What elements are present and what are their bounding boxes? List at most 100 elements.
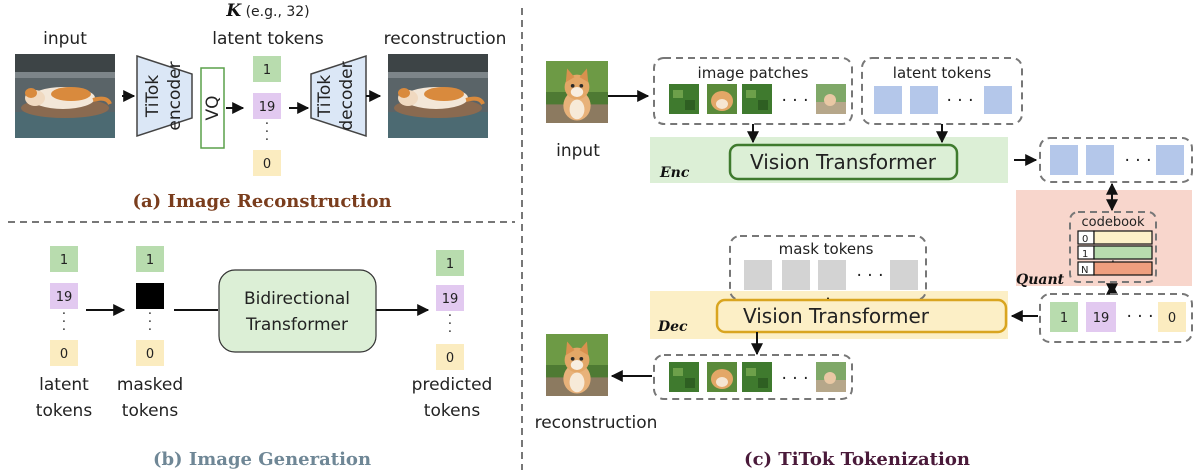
svg-text:1: 1 [146, 253, 154, 268]
q-token-1 [1050, 302, 1078, 332]
panel-b: 1 19 · · · 0 latent tokens 1 · · · 0 mas… [36, 246, 493, 470]
enc-latent-2 [1086, 145, 1114, 175]
encoder-label-2: encoder [165, 61, 185, 130]
encoder-label-1: TiTok [143, 75, 163, 118]
svg-text:19: 19 [56, 290, 73, 305]
out-patch-4 [816, 362, 846, 392]
c-latent-1 [874, 86, 902, 114]
svg-text:·: · [448, 325, 452, 340]
caption-c: (c) TiTok Tokenization [744, 449, 970, 470]
enc-latent-3 [1156, 145, 1184, 175]
mask-token-1 [744, 260, 772, 290]
patch-4 [816, 84, 846, 114]
svg-text:1: 1 [446, 257, 454, 272]
out-patch-2 [707, 362, 737, 392]
vision-transformer-encoder [728, 143, 959, 181]
output-patches-group [653, 354, 853, 400]
out-patch-3 [742, 362, 772, 392]
svg-text:·: · [448, 309, 452, 324]
mask-token-2 [782, 260, 810, 290]
quant-label: Quant [1016, 272, 1065, 288]
mask-token-4 [890, 260, 918, 290]
titok-decoder [310, 54, 367, 138]
c-latent-2 [910, 86, 938, 114]
svg-text:N: N [1081, 265, 1088, 276]
svg-text:Transformer: Transformer [245, 315, 348, 335]
decoder-label-2: decoder [337, 61, 357, 130]
codebook-row-n [1093, 261, 1153, 276]
svg-text:· · ·: · · · [781, 369, 808, 389]
vq-box [200, 67, 225, 149]
q-token-0 [1158, 302, 1186, 332]
enc-latent-1 [1050, 145, 1078, 175]
panel-c: input image patches · · · latent tokens … [535, 57, 1193, 470]
input-image [15, 54, 115, 138]
b-mask-block [136, 283, 164, 309]
b-masked-token-1 [136, 246, 164, 272]
mask-token-3 [818, 260, 846, 290]
svg-text:tokens: tokens [122, 401, 179, 421]
svg-text:Vision Transformer: Vision Transformer [743, 304, 930, 328]
patch-2 [707, 84, 737, 114]
patch-3 [742, 84, 772, 114]
latent-label: latent [39, 375, 89, 395]
quantized-tokens-group [1039, 293, 1193, 343]
image-patches-group [653, 57, 853, 125]
decoder-label-1: TiTok [315, 75, 335, 118]
bidirectional-transformer [218, 269, 377, 353]
out-patch-1 [669, 362, 699, 392]
svg-text:· · ·: · · · [946, 91, 973, 111]
svg-text:·: · [62, 323, 66, 338]
svg-text:Bidirectional: Bidirectional [244, 289, 350, 309]
reconstruction-label: reconstruction [384, 29, 507, 49]
k-label: K (e.g., 32) [225, 1, 309, 21]
b-latent-token-1 [50, 246, 78, 272]
svg-text:19: 19 [442, 292, 459, 307]
svg-text:· · ·: · · · [1124, 151, 1151, 171]
titok-encoder [136, 54, 193, 138]
latent-tokens-label: latent tokens [212, 29, 324, 49]
b-predicted-token-0 [436, 344, 464, 370]
svg-text:0: 0 [146, 347, 154, 362]
svg-text:1: 1 [60, 253, 68, 268]
svg-text:Vision Transformer: Vision Transformer [750, 150, 937, 174]
vq-label: VQ [203, 95, 223, 120]
c-input-label: input [556, 141, 600, 161]
svg-text:·: · [62, 307, 66, 322]
c-reconstruction-image [546, 334, 608, 396]
svg-text:tokens: tokens [424, 401, 481, 421]
svg-text:1: 1 [1082, 249, 1088, 260]
svg-text:·: · [448, 317, 452, 332]
svg-text:0: 0 [1082, 234, 1088, 245]
token-ellipsis: · [265, 117, 269, 132]
c-latent-3 [984, 86, 1012, 114]
token-1 [253, 56, 281, 82]
predicted-label: predicted [412, 375, 493, 395]
c-input-image [546, 61, 608, 123]
codebook-group [1069, 211, 1157, 283]
c-latent-tokens-label: latent tokens [893, 64, 992, 82]
encoded-latents-group [1039, 137, 1193, 183]
patch-ellipsis: · · · [781, 91, 808, 111]
svg-text:·: · [62, 315, 66, 330]
patch-1 [669, 84, 699, 114]
codebook-row-1 [1093, 245, 1153, 260]
svg-text:0: 0 [446, 351, 454, 366]
q-token-19 [1086, 302, 1116, 332]
svg-text:0: 0 [60, 347, 68, 362]
b-predicted-token-1 [436, 250, 464, 276]
caption-a: (a) Image Reconstruction [132, 191, 391, 212]
b-predicted-token-19 [436, 285, 464, 311]
codebook-row-0 [1093, 230, 1153, 245]
token-19 [253, 93, 281, 119]
reconstruction-image [388, 54, 488, 138]
svg-text:19: 19 [1093, 311, 1110, 326]
token-19-label: 19 [259, 100, 276, 115]
svg-text:·: · [265, 133, 269, 148]
svg-text:tokens: tokens [36, 401, 93, 421]
svg-text:0: 0 [1168, 311, 1176, 326]
c-reconstruction-label: reconstruction [535, 413, 658, 433]
svg-text:·: · [148, 323, 152, 338]
token-1-label: 1 [263, 63, 271, 78]
